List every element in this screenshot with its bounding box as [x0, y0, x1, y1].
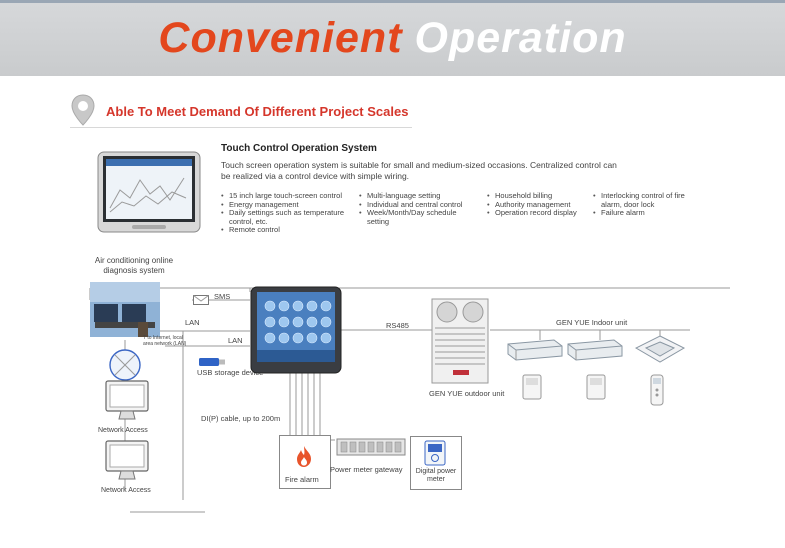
usb-drive-icon [199, 354, 225, 366]
feature-item: Multi-language setting [359, 191, 479, 201]
feature-item: Week/Month/Day schedule setting [359, 208, 479, 226]
touch-system-title: Touch Control Operation System [221, 143, 377, 154]
usb-label: USB storage device [197, 368, 264, 377]
digital-meter-label: Digital power meter [415, 468, 457, 483]
diagnosis-center-image [90, 282, 160, 337]
power-gateway-label: Power meter gateway [330, 465, 403, 474]
feature-item: Interlocking control of fire alarm, door… [593, 191, 693, 209]
indoor-unit-label: GEN YUE Indoor unit [556, 318, 628, 327]
feature-list-4: Interlocking control of fire alarm, door… [593, 191, 693, 218]
outdoor-unit-image [431, 298, 489, 384]
outdoor-unit-label: GEN YUE outdoor unit [429, 389, 505, 398]
remote-control-icon [650, 374, 664, 406]
feature-item: Individual and central control [359, 200, 479, 210]
location-pin-icon [70, 93, 96, 127]
duct-indoor-unit-image [566, 338, 624, 362]
internet-note: T to Internet, local area network (LAN) [143, 335, 187, 347]
title-word-2: Operation [414, 14, 627, 62]
section-divider [70, 127, 412, 128]
feature-item: Authority management [487, 200, 587, 210]
feature-item: Remote control [221, 225, 356, 235]
duct-indoor-unit-image [506, 338, 564, 362]
network-access-label-1: Network Access [98, 427, 148, 434]
rs485-label: RS485 [386, 321, 409, 330]
touch-panel-image [96, 150, 202, 234]
header-banner [0, 0, 785, 76]
digital-meter-icon [424, 440, 446, 466]
mail-icon [193, 292, 209, 305]
cassette-indoor-unit-image [634, 334, 686, 366]
network-switch-icon [108, 348, 142, 382]
wall-controller-icon [522, 374, 542, 400]
feature-item: Daily settings such as temperature contr… [221, 208, 356, 226]
computer-monitor-icon [103, 380, 151, 422]
power-meter-gateway-device [336, 436, 406, 458]
computer-monitor-icon [103, 440, 151, 482]
feature-item: Energy management [221, 200, 356, 210]
feature-list-3: Household billing Authority management O… [487, 191, 587, 218]
network-access-label-2: Network Access [101, 487, 151, 494]
feature-item: 15 inch large touch-screen control [221, 191, 356, 201]
feature-list-1: 15 inch large touch-screen control Energ… [221, 191, 356, 235]
feature-item: Failure alarm [593, 208, 693, 218]
lan-label-top: LAN [185, 318, 200, 327]
wall-controller-icon [586, 374, 606, 400]
feature-list-2: Multi-language setting Individual and ce… [359, 191, 479, 226]
section-title: Able To Meet Demand Of Different Project… [106, 104, 409, 119]
feature-item: Household billing [487, 191, 587, 201]
fire-icon [292, 444, 316, 468]
touch-system-description: Touch screen operation system is suitabl… [221, 160, 617, 181]
feature-item: Operation record display [487, 208, 587, 218]
online-diagnosis-label: Air conditioning online diagnosis system [94, 256, 174, 275]
title-word-1: Convenient [158, 14, 403, 62]
sms-label: SMS [214, 292, 231, 301]
fire-alarm-label: Fire alarm [285, 475, 319, 484]
lan-label-mid: LAN [228, 336, 243, 345]
di-cable-label: DI(P) cable, up to 200m [201, 414, 281, 423]
touch-controller-device [250, 286, 342, 374]
